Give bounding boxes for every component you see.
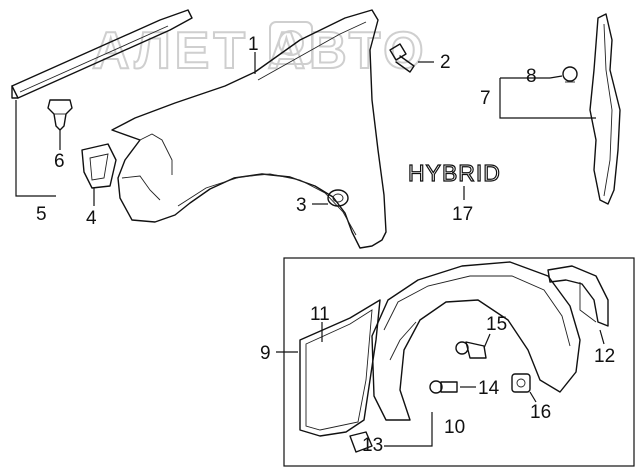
- fender-panel: [111, 9, 387, 249]
- fender-clip: [47, 99, 73, 131]
- fender-bracket: [81, 143, 117, 189]
- callout-15: 15: [486, 314, 507, 335]
- callout-4: 4: [86, 208, 97, 229]
- callout-13: 13: [362, 435, 383, 456]
- side-seal-panel: [589, 13, 621, 205]
- callout-7: 7: [480, 88, 491, 109]
- callout-5: 5: [36, 204, 47, 225]
- screw-icon: [455, 341, 487, 359]
- callout-1: 1: [248, 34, 259, 55]
- mud-flap-seal: [299, 299, 381, 437]
- screw-icon: [429, 380, 458, 394]
- hybrid-emblem: HYBRID: [408, 160, 501, 186]
- leader-lines: [15, 52, 605, 447]
- callout-10: 10: [444, 417, 465, 438]
- watermark: АЛЕТ АВТО: [92, 22, 428, 80]
- retainer-clip: [562, 66, 578, 83]
- fender-rail-seal: [11, 9, 193, 99]
- callout-17: 17: [452, 204, 473, 225]
- callout-3: 3: [296, 195, 307, 216]
- callout-6: 6: [54, 151, 65, 172]
- callout-8: 8: [526, 66, 537, 87]
- plug-icon: [327, 189, 349, 207]
- wheel-arch-trim: [547, 265, 609, 327]
- watermark-logo-icon: [269, 21, 313, 65]
- callout-12: 12: [594, 346, 615, 367]
- callout-14: 14: [478, 378, 500, 399]
- nut-icon: [511, 373, 531, 393]
- bolt-icon: [389, 43, 415, 73]
- liner-clip: [349, 431, 373, 453]
- callout-2: 2: [440, 52, 451, 73]
- callout-16: 16: [530, 402, 551, 423]
- inner-fender-liner: [371, 261, 581, 421]
- liner-group-frame: [283, 257, 635, 467]
- callout-9: 9: [260, 343, 271, 364]
- callout-11: 11: [310, 304, 330, 325]
